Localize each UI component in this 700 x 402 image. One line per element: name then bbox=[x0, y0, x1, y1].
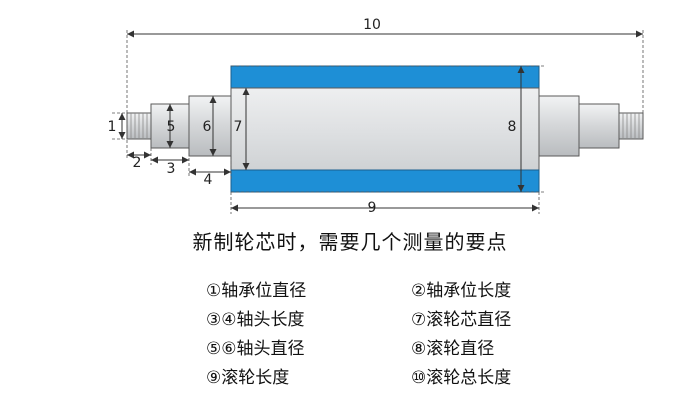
right-shaft-step-1 bbox=[578, 103, 620, 149]
dim-label-1: 1 bbox=[108, 119, 117, 135]
dim-label-9: 9 bbox=[368, 200, 377, 216]
caption: 新制轮芯时，需要几个测量的要点 bbox=[192, 230, 508, 254]
dim-label-8: 8 bbox=[508, 119, 517, 135]
dimension-lines bbox=[118, 30, 643, 212]
dim-label-7: 7 bbox=[234, 119, 243, 135]
extension-lines bbox=[112, 30, 644, 214]
dimension-labels: 10 1 2 3 4 5 6 7 8 9 bbox=[108, 17, 517, 216]
left-shaft bbox=[126, 95, 232, 157]
roller-bottom-sleeve bbox=[230, 169, 540, 193]
dim-label-3: 3 bbox=[167, 161, 176, 177]
legend-item-4: ⑦滚轮芯直径 bbox=[411, 310, 512, 330]
legend-item-8: ⑩滚轮总长度 bbox=[411, 368, 512, 388]
roller-top-sleeve bbox=[230, 65, 540, 89]
roller-body bbox=[230, 65, 540, 193]
dim-label-4: 4 bbox=[204, 172, 213, 188]
roller-drawing: 10 1 2 3 4 5 6 7 8 9 bbox=[108, 17, 644, 216]
legend-item-2: ②轴承位长度 bbox=[411, 281, 512, 301]
right-shaft-step-2 bbox=[538, 95, 580, 157]
dim-label-10: 10 bbox=[363, 17, 381, 33]
roller-core bbox=[230, 87, 540, 171]
dim-label-5: 5 bbox=[167, 119, 176, 135]
legend-item-7: ⑨滚轮长度 bbox=[206, 368, 290, 388]
dim-label-2: 2 bbox=[133, 155, 142, 171]
dim-label-6: 6 bbox=[203, 119, 212, 135]
legend-item-5: ⑤⑥轴头直径 bbox=[206, 339, 305, 359]
legend-item-3: ③④轴头长度 bbox=[206, 310, 305, 330]
legend-item-6: ⑧滚轮直径 bbox=[411, 339, 495, 359]
legend-item-1: ①轴承位直径 bbox=[206, 281, 307, 301]
right-shaft bbox=[538, 95, 644, 157]
